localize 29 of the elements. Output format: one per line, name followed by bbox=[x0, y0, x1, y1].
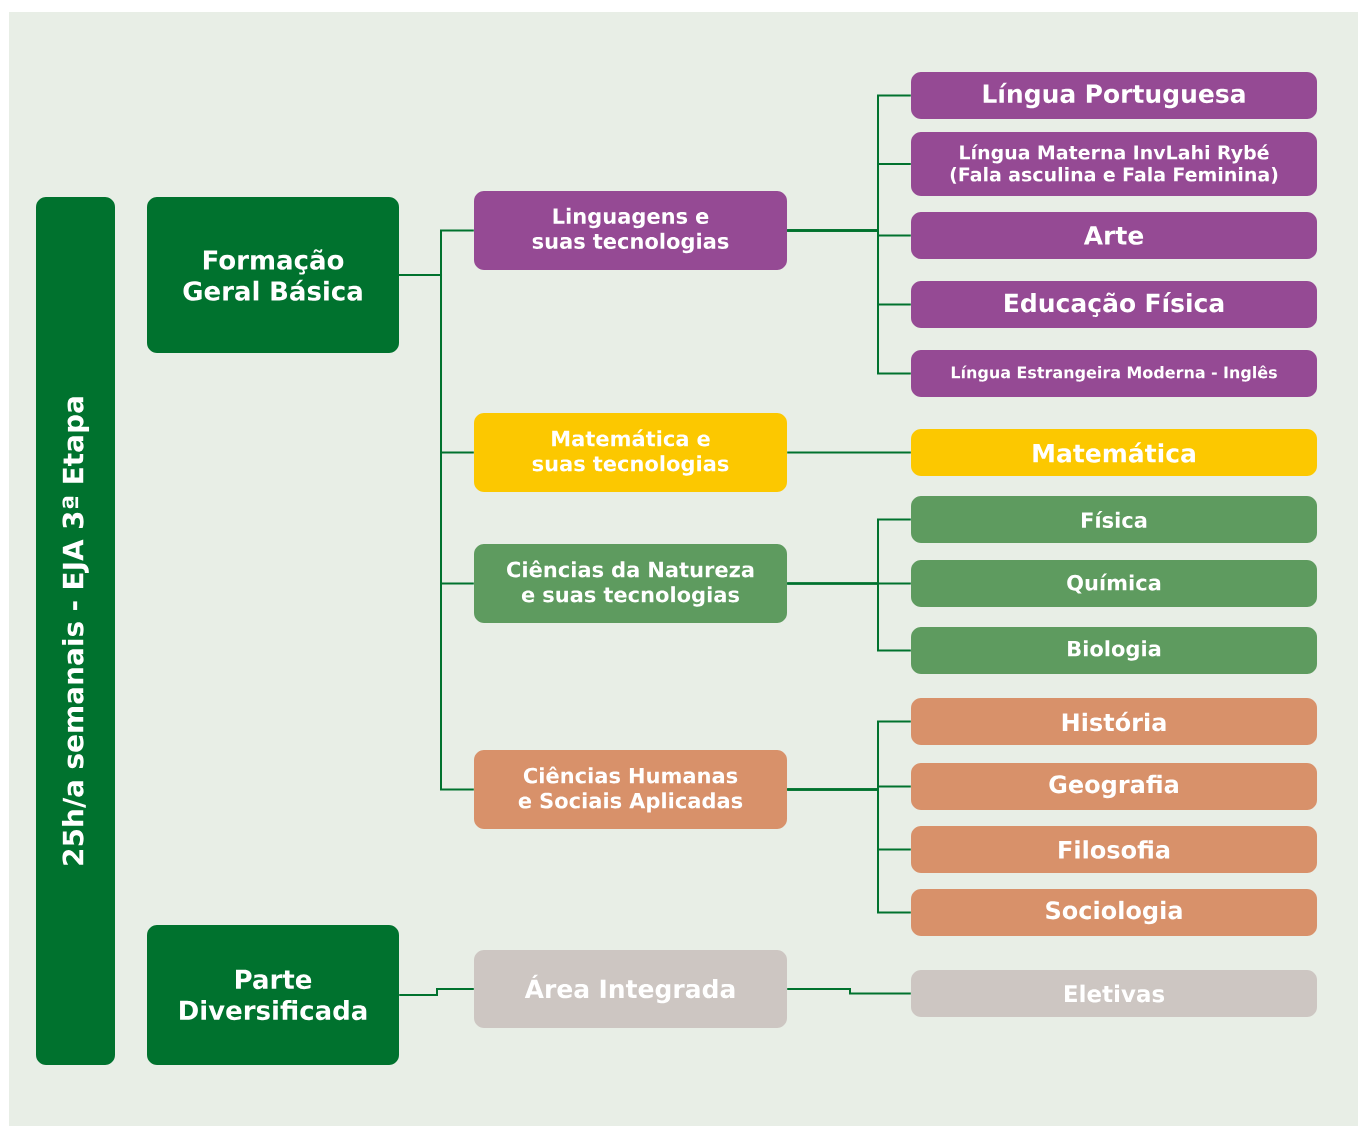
category-box: Formação Geral Básica bbox=[147, 197, 399, 353]
subject-box: Matemática bbox=[911, 429, 1317, 476]
area-box: Área Integrada bbox=[474, 950, 787, 1028]
subject-box: Biologia bbox=[911, 627, 1317, 674]
connector-line bbox=[786, 788, 912, 914]
subject-box: Educação Física bbox=[911, 281, 1317, 328]
category-box: Parte Diversificada bbox=[147, 925, 399, 1065]
subject-box: Arte bbox=[911, 212, 1317, 259]
connector-line bbox=[786, 229, 912, 375]
subject-box: Língua Estrangeira Moderna - Inglês bbox=[911, 350, 1317, 397]
connector-line bbox=[786, 582, 912, 652]
subject-box: Língua Materna InvLahi Rybé (Fala asculina e Fala Feminina) bbox=[911, 132, 1317, 196]
area-box: Ciências da Natureza e suas tecnologias bbox=[474, 544, 787, 623]
subject-box: Física bbox=[911, 496, 1317, 543]
vertical-title-bar: 25h/a semanais - EJA 3ª Etapa bbox=[36, 197, 115, 1065]
subject-box: Eletivas bbox=[911, 970, 1317, 1017]
connector-line bbox=[786, 451, 912, 454]
subject-box: Química bbox=[911, 560, 1317, 607]
subject-box: Filosofia bbox=[911, 826, 1317, 873]
subject-box: Geografia bbox=[911, 763, 1317, 810]
connector-line bbox=[398, 988, 475, 996]
subject-box: Sociologia bbox=[911, 889, 1317, 936]
subject-box: História bbox=[911, 698, 1317, 745]
area-box: Linguagens e suas tecnologias bbox=[474, 191, 787, 270]
area-box: Matemática e suas tecnologias bbox=[474, 413, 787, 492]
area-box: Ciências Humanas e Sociais Aplicadas bbox=[474, 750, 787, 829]
connector-line bbox=[398, 274, 475, 791]
subject-box: Língua Portuguesa bbox=[911, 72, 1317, 119]
connector-line bbox=[786, 988, 912, 995]
